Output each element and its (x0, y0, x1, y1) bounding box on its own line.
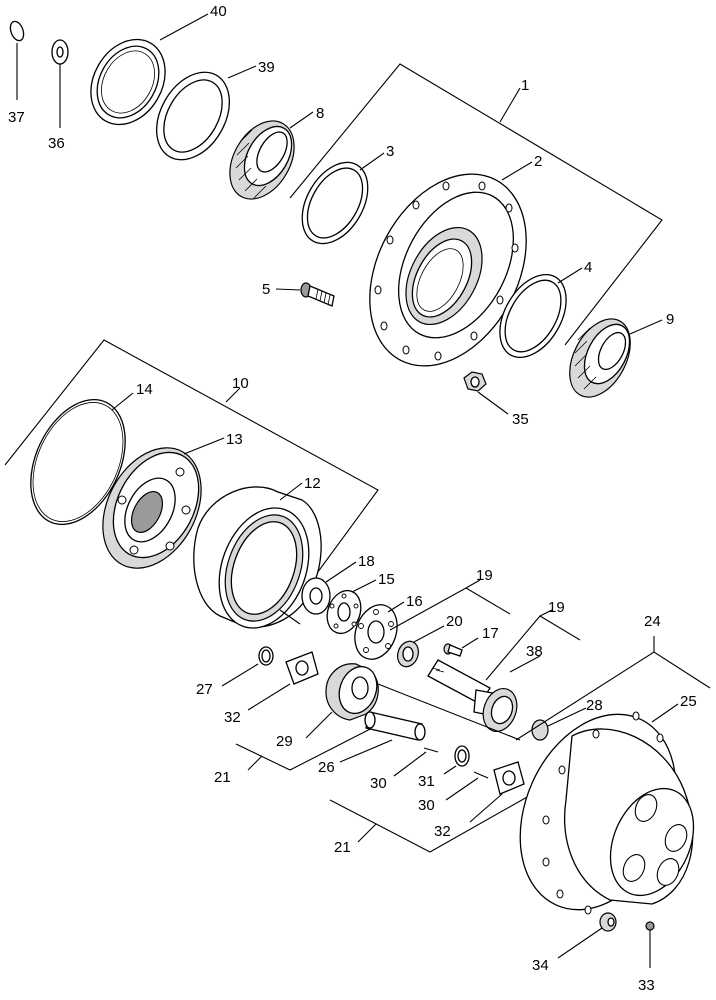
callout-17: 17 (482, 625, 499, 642)
part-15-thrust-plate (326, 579, 377, 635)
part-34-plug (557, 912, 617, 959)
callout-2: 2 (534, 153, 542, 170)
callout-4: 4 (584, 259, 592, 276)
callout-21-upper: 21 (214, 769, 231, 786)
part-18-thrust-washer (301, 561, 357, 615)
callout-35: 35 (512, 411, 529, 428)
callout-1: 1 (521, 77, 529, 94)
part-30-roll-pin-upper (393, 747, 439, 777)
callout-27: 27 (196, 681, 213, 698)
part-40-seal (90, 13, 209, 126)
callout-9: 9 (666, 311, 674, 328)
callout-26: 26 (318, 759, 335, 776)
part-4-bearing-cup (499, 267, 583, 359)
callout-5: 5 (262, 281, 270, 298)
assembly-1-bracket (289, 63, 663, 346)
callout-21-lower: 21 (334, 839, 351, 856)
part-39-bearing-cup (156, 65, 257, 161)
part-36-washer (51, 39, 69, 128)
part-33-screw (645, 921, 655, 968)
part-14-snap-ring (30, 392, 134, 526)
callout-40: 40 (210, 3, 227, 20)
part-27-o-ring (221, 646, 274, 687)
callout-10: 10 (232, 375, 249, 392)
part-35-nut (463, 371, 509, 415)
callout-3: 3 (386, 143, 394, 160)
part-17-screw (443, 637, 479, 657)
callout-8: 8 (316, 105, 324, 122)
part-9-tapered-bearing (569, 318, 663, 398)
callout-24: 24 (644, 613, 661, 630)
part-32-thrust-washer-lower (469, 761, 525, 823)
part-13-planet-carrier (102, 437, 225, 569)
part-5-wheel-stud (275, 282, 335, 307)
callout-31: 31 (418, 773, 435, 790)
part-38-sun-gear-shaft (427, 655, 541, 732)
part-31-o-ring (443, 745, 470, 775)
callout-25: 25 (680, 693, 697, 710)
part-29-planet-gear (305, 663, 379, 739)
callout-32-lower: 32 (434, 823, 451, 840)
bracket-21-upper (235, 723, 381, 771)
part-26-planet-pin (339, 711, 426, 763)
callout-13: 13 (226, 431, 243, 448)
bracket-21-lower (329, 791, 537, 853)
callout-18: 18 (358, 553, 375, 570)
bracket-19-upper (389, 579, 511, 631)
part-25-planetary-housing (519, 703, 695, 915)
assembly-10-bracket (4, 339, 379, 611)
callout-33: 33 (638, 977, 655, 994)
part-20-bushing (397, 625, 445, 668)
callout-38: 38 (526, 643, 543, 660)
callout-19-lower: 19 (548, 599, 565, 616)
callout-28: 28 (586, 697, 603, 714)
callout-30-lower: 30 (418, 797, 435, 814)
callout-36: 36 (48, 135, 65, 152)
callout-37: 37 (8, 109, 25, 126)
callout-15: 15 (378, 571, 395, 588)
part-16-thrust-plate (354, 601, 405, 660)
part-37-snap-ring (9, 20, 25, 100)
bracket-subassembly-outline (279, 609, 521, 741)
callout-29: 29 (276, 733, 293, 750)
callout-39: 39 (258, 59, 275, 76)
part-8-tapered-bearing (229, 111, 314, 200)
callout-labels: 37 36 40 39 8 1 3 2 5 4 9 35 10 14 13 12… (8, 3, 697, 994)
callout-19-upper: 19 (476, 567, 493, 584)
callout-34: 34 (532, 957, 549, 974)
part-3-bearing-cup (301, 152, 385, 245)
part-2-wheel-hub (369, 161, 533, 367)
callout-12: 12 (304, 475, 321, 492)
callout-20: 20 (446, 613, 463, 630)
callout-30-upper: 30 (370, 775, 387, 792)
assembly-24-bracket (515, 636, 711, 741)
callout-16: 16 (406, 593, 423, 610)
callout-32-upper: 32 (224, 709, 241, 726)
callout-14: 14 (136, 381, 153, 398)
part-30-roll-pin-lower (445, 771, 489, 801)
part-32-thrust-washer-upper (247, 651, 319, 711)
part-12-ring-gear (193, 482, 322, 629)
bracket-19-lower (485, 609, 581, 681)
